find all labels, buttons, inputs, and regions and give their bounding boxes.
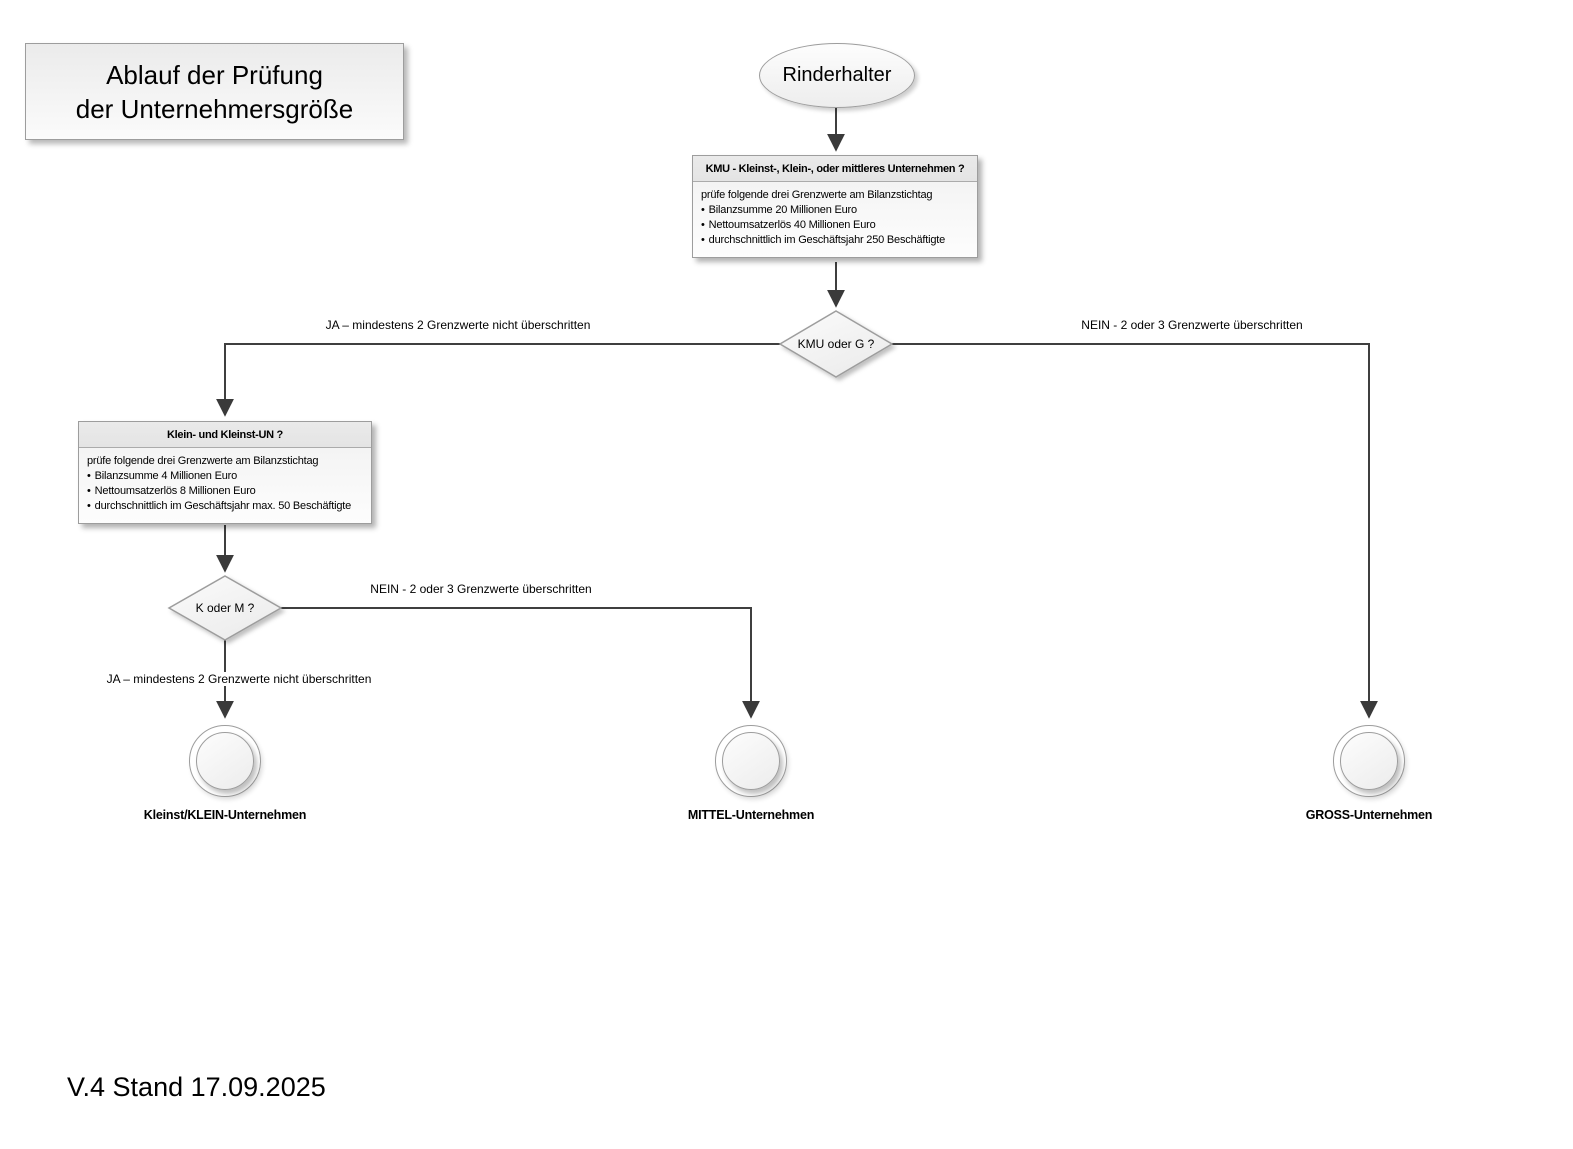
kmu-box-header: KMU - Kleinst-, Klein-, oder mittleres U… <box>693 156 977 182</box>
terminal-label-kleinst: Kleinst/KLEIN-Unternehmen <box>143 808 307 822</box>
start-node-rinderhalter: Rinderhalter <box>759 43 915 108</box>
terminal-node-kleinst <box>189 725 261 797</box>
version-text: V.4 Stand 17.09.2025 <box>67 1072 326 1102</box>
terminal-label-mittel: MITTEL-Unternehmen <box>687 808 815 822</box>
edge-label-kmu-nein: NEIN - 2 oder 3 Grenzwerte überschritten <box>1081 318 1303 332</box>
kmu-box-item: •Bilanzsumme 20 Millionen Euro <box>701 203 969 218</box>
klein-box-item-text: Nettoumsatzerlös 8 Millionen Euro <box>94 485 256 497</box>
terminal-node-inner-circle <box>196 732 254 790</box>
diagram-title-line1: Ablauf der Prüfung <box>106 59 323 90</box>
bullet-icon: • <box>87 470 91 482</box>
klein-box-header: Klein- und Kleinst-UN ? <box>79 422 371 448</box>
edge-klein-nein-to-mittel <box>281 607 760 719</box>
process-box-klein: Klein- und Kleinst-UN ? prüfe folgende d… <box>78 421 372 524</box>
bullet-icon: • <box>701 234 705 246</box>
klein-box-item-text: Bilanzsumme 4 Millionen Euro <box>94 470 238 482</box>
bullet-icon: • <box>87 485 91 497</box>
terminal-node-mittel <box>715 725 787 797</box>
kmu-box-body: prüfe folgende drei Grenzwerte am Bilanz… <box>693 182 977 257</box>
bullet-icon: • <box>87 500 91 512</box>
terminal-node-gross <box>1333 725 1405 797</box>
diagram-title-line2: der Unternehmersgröße <box>75 93 354 124</box>
kmu-box-item-text: Bilanzsumme 20 Millionen Euro <box>708 204 857 216</box>
edge-label-kmu-ja: JA – mindestens 2 Grenzwerte nicht übers… <box>325 318 591 332</box>
terminal-node-inner-circle <box>1340 732 1398 790</box>
klein-box-item: •Bilanzsumme 4 Millionen Euro <box>87 469 363 484</box>
terminal-label-gross: GROSS-Unternehmen <box>1305 808 1433 822</box>
kmu-box-intro: prüfe folgende drei Grenzwerte am Bilanz… <box>701 189 933 201</box>
kmu-box-item: •durchschnittlich im Geschäftsjahr 250 B… <box>701 233 969 248</box>
klein-box-body: prüfe folgende drei Grenzwerte am Bilanz… <box>79 448 371 523</box>
klein-box-item-text: durchschnittlich im Geschäftsjahr max. 5… <box>94 500 352 512</box>
edge-kmu-nein-to-gross <box>892 343 1378 719</box>
kmu-box-item-text: Nettoumsatzerlös 40 Millionen Euro <box>708 219 876 231</box>
decision-diamond-klein <box>167 575 283 641</box>
bullet-icon: • <box>701 219 705 231</box>
edge-label-klein-ja: JA – mindestens 2 Grenzwerte nicht übers… <box>101 672 377 686</box>
decision-kmu-label: KMU oder G ? <box>797 337 875 351</box>
edge-kmu-ja-to-klein-box <box>216 343 780 417</box>
edge-label-klein-nein: NEIN - 2 oder 3 Grenzwerte überschritten <box>370 582 592 596</box>
start-node-label: Rinderhalter <box>782 64 892 86</box>
kmu-box-item: •Nettoumsatzerlös 40 Millionen Euro <box>701 218 969 233</box>
klein-box-item: •Nettoumsatzerlös 8 Millionen Euro <box>87 484 363 499</box>
klein-box-item: •durchschnittlich im Geschäftsjahr max. … <box>87 499 363 514</box>
bullet-icon: • <box>701 204 705 216</box>
diagram-title-box: Ablauf der Prüfung der Unternehmersgröße <box>25 43 404 140</box>
klein-box-intro: prüfe folgende drei Grenzwerte am Bilanz… <box>87 455 319 467</box>
decision-klein-label: K oder M ? <box>195 601 255 615</box>
terminal-node-inner-circle <box>722 732 780 790</box>
process-box-kmu: KMU - Kleinst-, Klein-, oder mittleres U… <box>692 155 978 258</box>
decision-diamond-kmu <box>778 310 894 378</box>
kmu-box-item-text: durchschnittlich im Geschäftsjahr 250 Be… <box>708 234 946 246</box>
